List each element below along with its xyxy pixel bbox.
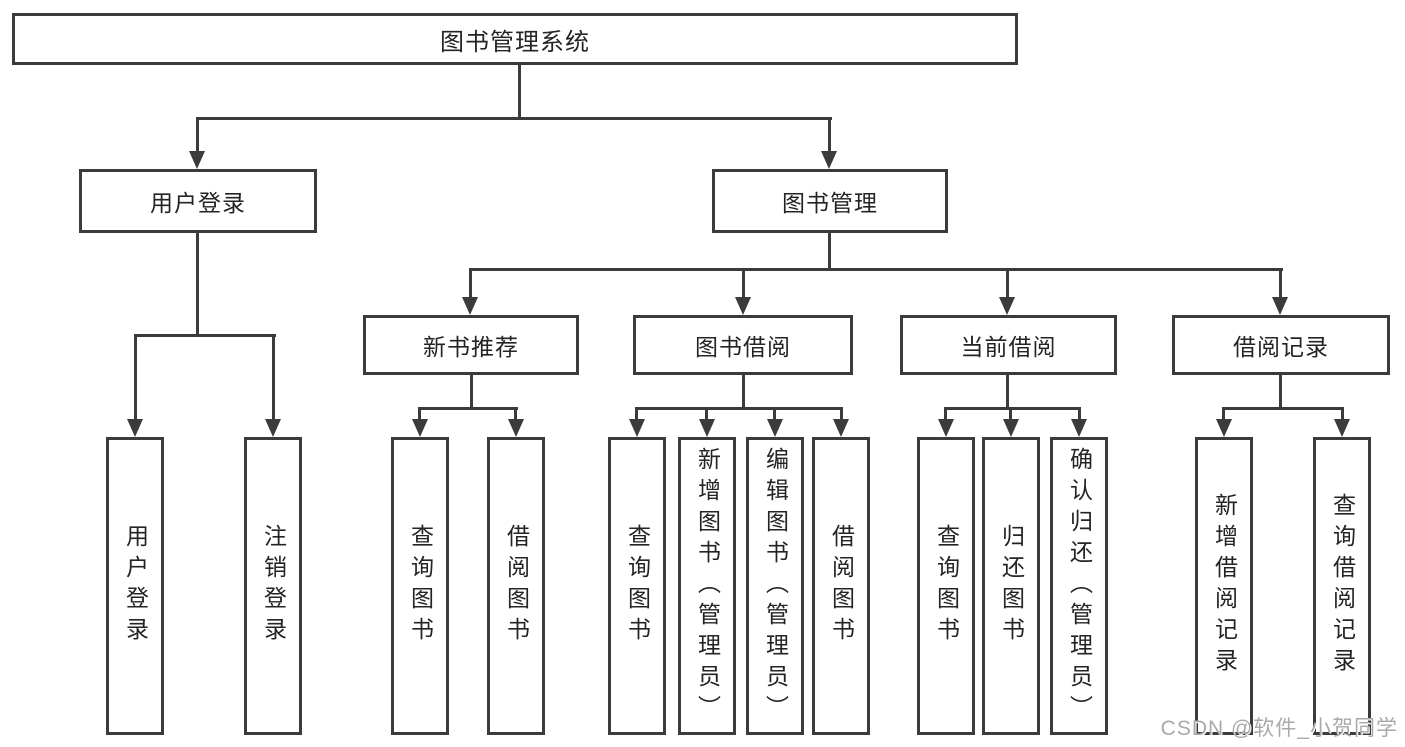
csdn-watermark: CSDN @软件_小贺同学	[1160, 717, 1398, 740]
arrowhead-down	[999, 297, 1015, 315]
connector-line	[469, 268, 1283, 271]
connector-line	[828, 233, 831, 270]
arrowhead-down	[833, 419, 849, 437]
connector-line	[518, 65, 521, 119]
node-user-login: 用户登录	[79, 169, 317, 233]
leaf-newrec-borrow-book: 借阅图书	[487, 437, 545, 735]
node-root: 图书管理系统	[12, 13, 1018, 65]
leaf-current-confirm-return-admin: 确认归还（管理员）	[1050, 437, 1108, 735]
connector-line	[418, 407, 518, 410]
connector-line	[635, 407, 638, 423]
connector-line	[635, 407, 843, 410]
node-book-management: 图书管理	[712, 169, 948, 233]
arrowhead-down	[412, 419, 428, 437]
leaf-current-return-book: 归还图书	[982, 437, 1040, 735]
leaf-label: 确认归还（管理员）	[1066, 446, 1093, 726]
connector-line	[1006, 375, 1009, 409]
leaf-label: 查询图书	[407, 524, 434, 648]
leaf-record-query-borrow-record: 查询借阅记录	[1313, 437, 1371, 735]
arrowhead-down	[189, 151, 205, 169]
connector-line	[1341, 407, 1344, 423]
arrowhead-down	[699, 419, 715, 437]
arrowhead-down	[1272, 297, 1288, 315]
connector-line	[1222, 407, 1344, 410]
node-current-borrowing: 当前借阅	[900, 315, 1117, 375]
leaf-label: 注销登录	[260, 524, 287, 648]
connector-line	[134, 334, 276, 337]
connector-line	[272, 334, 275, 423]
leaf-label: 编辑图书（管理员）	[762, 446, 789, 726]
leaf-label: 新增图书（管理员）	[694, 446, 721, 726]
connector-line	[514, 407, 517, 423]
leaf-borrow-edit-book-admin: 编辑图书（管理员）	[746, 437, 804, 735]
connector-line	[134, 334, 137, 423]
leaf-label: 借阅图书	[503, 524, 530, 648]
connector-line	[1279, 268, 1282, 301]
arrowhead-down	[127, 419, 143, 437]
arrowhead-down	[1071, 419, 1087, 437]
connector-line	[1222, 407, 1225, 423]
connector-line	[470, 375, 473, 409]
connector-line	[196, 117, 199, 154]
node-book-borrowing: 图书借阅	[633, 315, 853, 375]
connector-line	[1279, 375, 1282, 409]
leaf-label: 新增借阅记录	[1211, 493, 1238, 679]
arrowhead-down	[1216, 419, 1232, 437]
arrowhead-down	[938, 419, 954, 437]
connector-line	[944, 407, 947, 423]
leaf-record-add-borrow-record: 新增借阅记录	[1195, 437, 1253, 735]
connector-line	[828, 117, 831, 154]
arrowhead-down	[462, 297, 478, 315]
leaf-borrow-add-book-admin: 新增图书（管理员）	[678, 437, 736, 735]
connector-line	[773, 407, 776, 423]
connector-line	[1078, 407, 1081, 423]
leaf-label: 用户登录	[122, 524, 149, 648]
connector-line	[742, 268, 745, 301]
leaf-borrow-borrow-book: 借阅图书	[812, 437, 870, 735]
leaf-borrow-query-book: 查询图书	[608, 437, 666, 735]
leaf-label: 查询图书	[624, 524, 651, 648]
connector-line	[840, 407, 843, 423]
leaf-current-query-book: 查询图书	[917, 437, 975, 735]
node-new-book-recommend: 新书推荐	[363, 315, 579, 375]
leaf-label: 查询图书	[933, 524, 960, 648]
arrowhead-down	[265, 419, 281, 437]
arrowhead-down	[735, 297, 751, 315]
leaf-label: 查询借阅记录	[1329, 493, 1356, 679]
leaf-logout-login: 注销登录	[244, 437, 302, 735]
connector-line	[469, 268, 472, 301]
connector-line	[196, 117, 832, 120]
leaf-newrec-query-book: 查询图书	[391, 437, 449, 735]
arrowhead-down	[1003, 419, 1019, 437]
leaf-label: 归还图书	[998, 524, 1025, 648]
connector-line	[196, 233, 199, 336]
node-borrow-records: 借阅记录	[1172, 315, 1390, 375]
connector-line	[944, 407, 1081, 410]
connector-line	[742, 375, 745, 409]
arrowhead-down	[821, 151, 837, 169]
arrowhead-down	[629, 419, 645, 437]
connector-line	[1006, 268, 1009, 301]
leaf-user-login: 用户登录	[106, 437, 164, 735]
connector-line	[705, 407, 708, 423]
leaf-label: 借阅图书	[828, 524, 855, 648]
connector-line	[418, 407, 421, 423]
arrowhead-down	[1334, 419, 1350, 437]
arrowhead-down	[508, 419, 524, 437]
arrowhead-down	[767, 419, 783, 437]
connector-line	[1009, 407, 1012, 423]
